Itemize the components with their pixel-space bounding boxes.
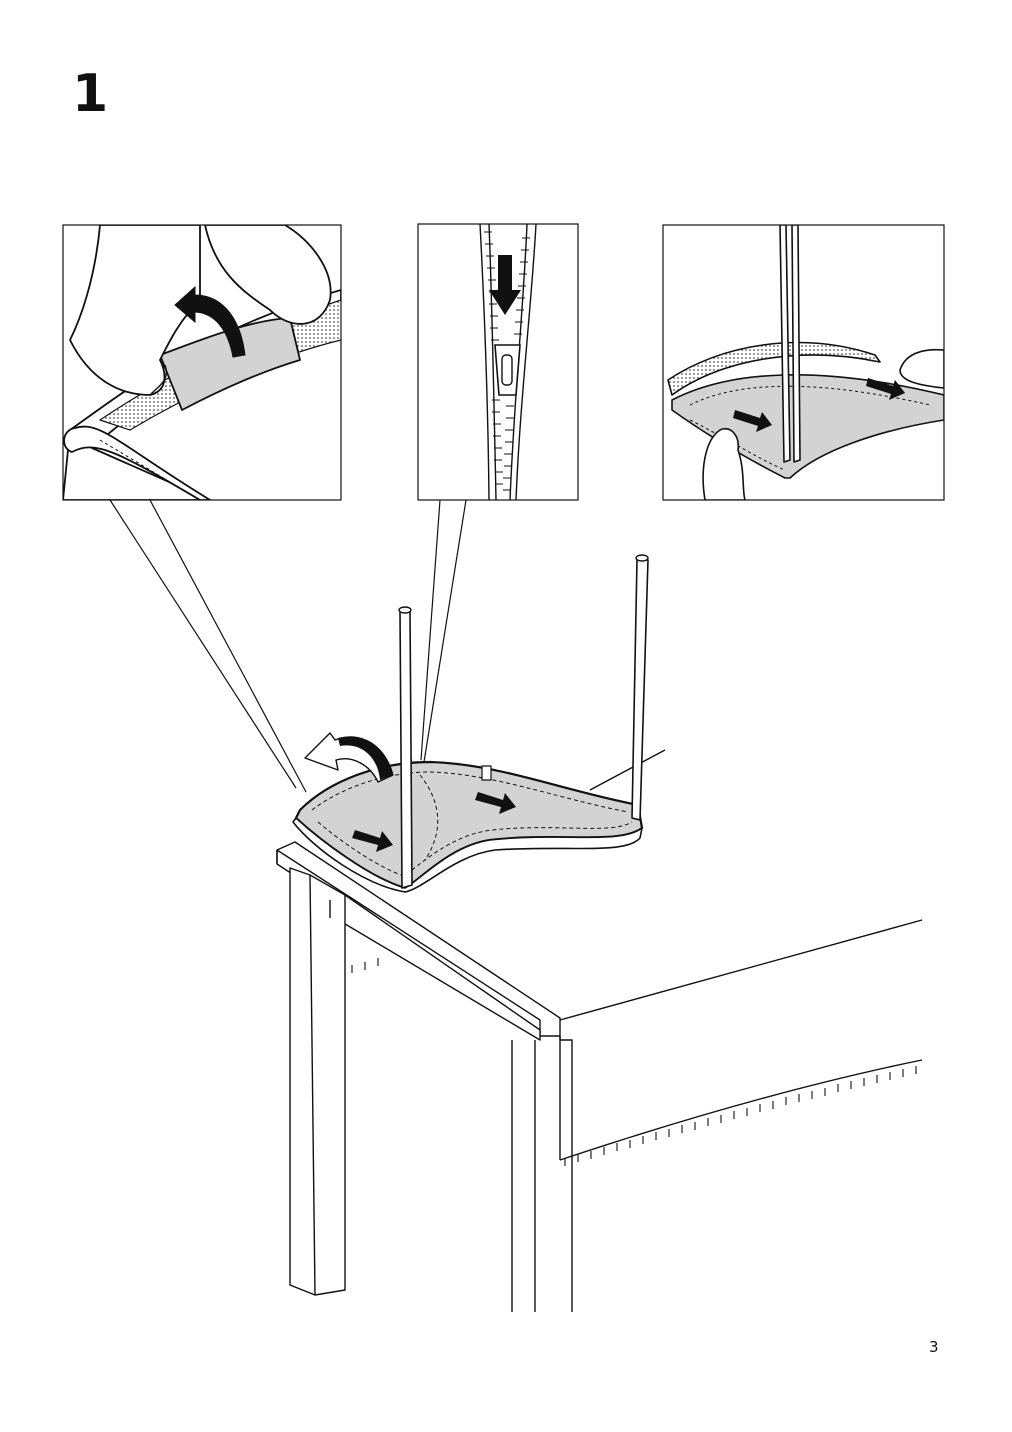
arrow-icon — [733, 410, 772, 432]
page-number: 3 — [929, 1338, 939, 1356]
fold-back-edge-detail — [62, 224, 342, 501]
table — [276, 749, 923, 1312]
down-arrow-icon — [489, 255, 521, 315]
arrow-icon — [866, 378, 905, 400]
chair-seat-on-table — [292, 554, 649, 893]
pull-cover-detail — [662, 224, 945, 501]
arrow-icon — [475, 792, 516, 814]
step-number: 1 — [72, 64, 109, 124]
zipper-detail — [417, 223, 579, 501]
curved-arrow-icon — [174, 285, 246, 358]
arrow-icon — [352, 830, 393, 852]
leader-lines — [109, 499, 467, 793]
